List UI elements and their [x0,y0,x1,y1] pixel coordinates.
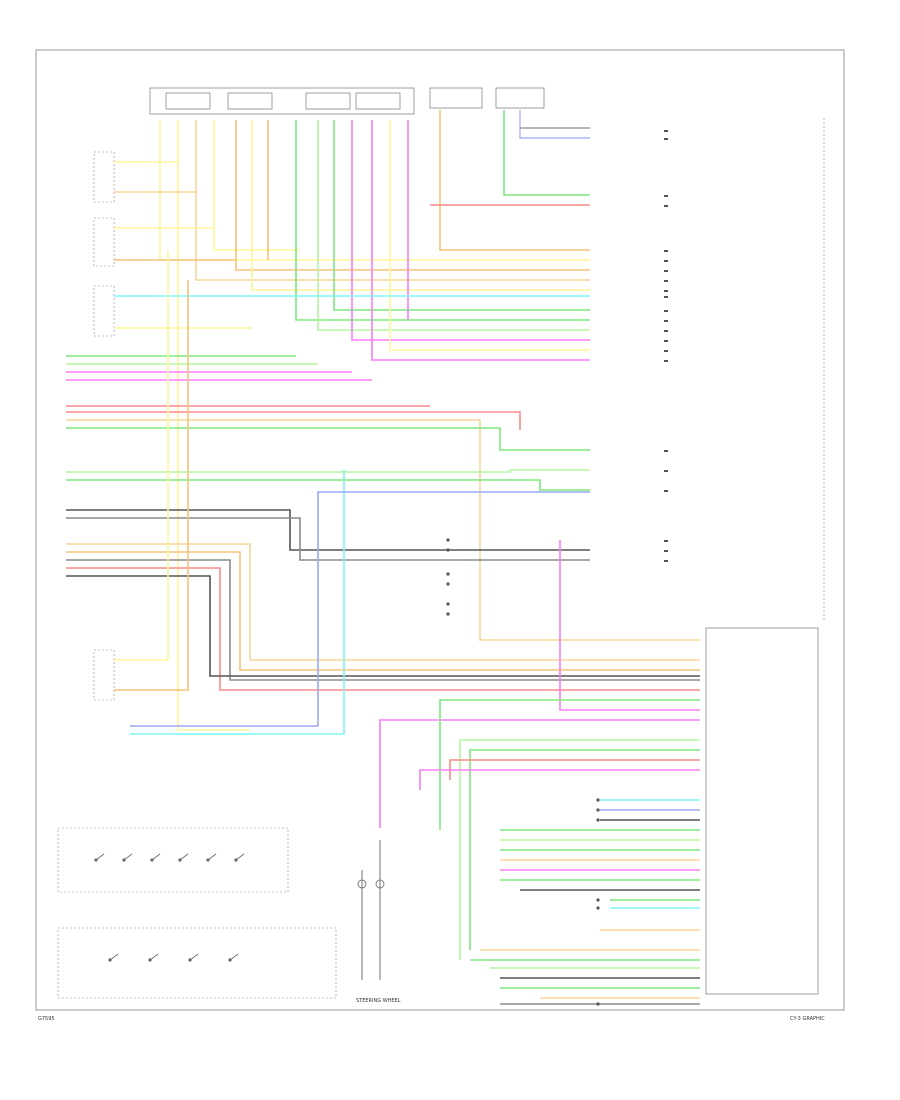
top-connectors [149,87,545,115]
connector-bullets [446,538,600,1006]
steering-wheel-controls-left-box [57,927,337,999]
center-speaker-box [93,285,115,337]
connector-block-center [429,87,483,109]
right-front-tweeter-box [93,649,115,701]
left-front-tweeter-box [93,151,115,203]
connector-block-right [495,87,545,109]
left-rear-speaker-box [93,217,115,267]
footer-left-label: G7595 [38,1016,55,1022]
left-components [57,151,337,999]
bottom-center-label: STEERING WHEEL [356,998,401,1004]
horizontal-wires [66,161,700,735]
diagram-frame [35,49,845,1011]
steering-wheel-controls-right-box [57,827,289,893]
audio-amplifier-module [705,627,819,995]
vertical-wires [159,110,590,731]
steering-switches [94,853,385,962]
connector-block-main [149,87,415,115]
right-pins [664,130,668,562]
module-wires [361,540,700,1005]
footer-right-label: CY-3 GRAPHIC [790,1016,825,1022]
